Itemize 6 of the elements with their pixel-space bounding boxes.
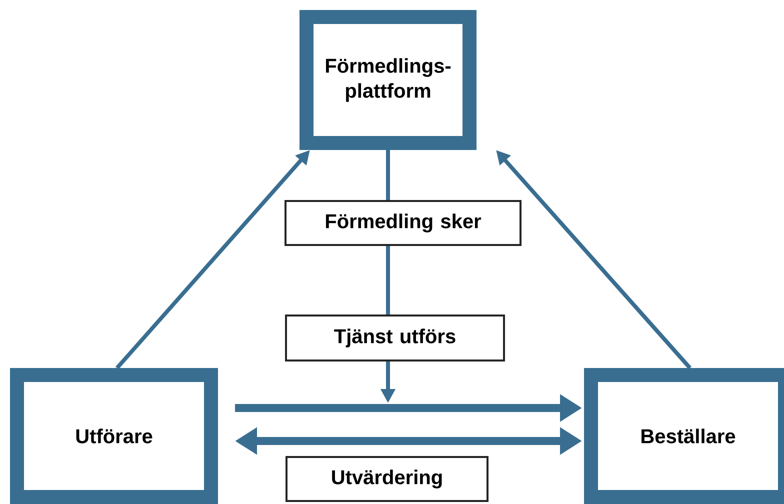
actor-box: Förmedlings-plattform	[300, 10, 476, 150]
label-box: Utvärdering	[286, 456, 488, 502]
actor-box: Beställare	[584, 368, 784, 504]
label-box: Tjänst utförs	[285, 314, 505, 362]
label-box: Förmedling sker	[284, 200, 522, 246]
actor-box: Utförare	[10, 368, 218, 504]
